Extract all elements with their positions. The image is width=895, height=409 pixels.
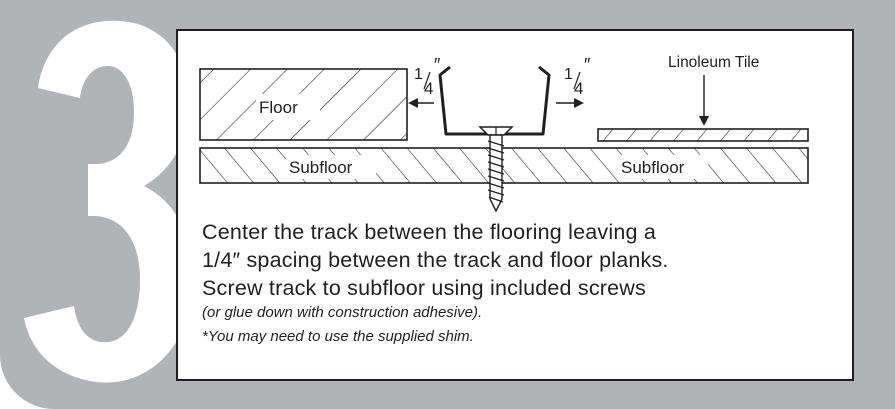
instruction-line-3: Screw track to subfloor using included s… [202, 276, 646, 300]
svg-text:4: 4 [574, 79, 583, 98]
gap-left-fraction: 1 4 ″ [414, 55, 441, 98]
svg-text:″: ″ [584, 55, 591, 75]
track-installation-diagram: Floor Subfloor Subfloor Linoleum Tile [199, 54, 809, 213]
svg-text:1: 1 [414, 66, 423, 83]
instruction-note-shim: *You may need to use the supplied shim. [202, 328, 474, 345]
gap-right-fraction: 1 4 ″ [564, 55, 591, 98]
step-number-3: 3 [24, 20, 193, 383]
svg-text:1: 1 [564, 66, 573, 83]
linoleum-tile: Linoleum Tile [597, 54, 809, 142]
subfloor: Subfloor Subfloor [199, 147, 809, 184]
instruction-card: Floor Subfloor Subfloor Linoleum Tile [176, 29, 854, 381]
instruction-note-adhesive: (or glue down with construction adhesive… [202, 304, 483, 321]
subfloor-right-label: Subfloor [621, 158, 685, 177]
floor-plank: Floor [199, 68, 408, 141]
floor-label: Floor [259, 98, 298, 117]
tile-label: Linoleum Tile [668, 54, 759, 71]
instruction-line-1: Center the track between the flooring le… [202, 220, 657, 244]
subfloor-left-label: Subfloor [289, 158, 353, 177]
instructions-text: Center the track between the flooring le… [202, 218, 842, 349]
svg-text:4: 4 [424, 79, 433, 98]
instruction-line-2: 1/4″ spacing between the track and floor… [202, 248, 669, 272]
screw-icon [478, 126, 514, 213]
svg-text:″: ″ [434, 55, 441, 75]
track-channel [438, 65, 551, 136]
